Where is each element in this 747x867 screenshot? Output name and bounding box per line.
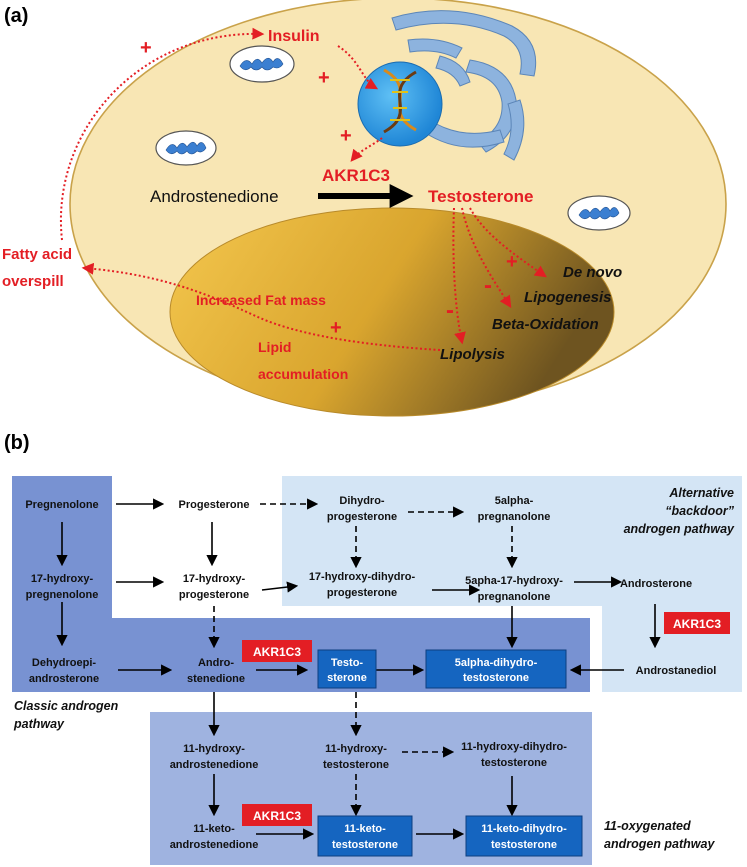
accumulation-label: accumulation (258, 366, 348, 382)
compound-11-ketotestosterone-line1: 11-keto- (344, 823, 386, 835)
mitochondrion-3 (567, 195, 631, 231)
mitochondrion-1 (229, 45, 295, 83)
plus-sign: + (330, 317, 342, 339)
compound-dhea-line2: androsterone (29, 673, 99, 685)
compound-androstenedione-line2: stenedione (187, 673, 245, 685)
compound-11-hydroxytestosterone-line2: testosterone (323, 759, 389, 771)
compound-pregnanolone-line2: pregnanolone (478, 511, 551, 523)
fat-droplet (169, 207, 615, 417)
svg-text:AKR1C3: AKR1C3 (253, 809, 301, 823)
box-testosterone: Testo- sterone (317, 649, 377, 689)
minus-sign: - (446, 297, 454, 324)
lipid-label: Lipid (258, 339, 291, 355)
compound-testosterone-line2: sterone (327, 672, 367, 684)
compound-androstanediol: Androstanediol (636, 665, 717, 677)
compound-androsterone: Androsterone (620, 578, 692, 590)
arrow-fatty-acid-to-insulin (59, 27, 265, 241)
compound-dihydroprogesterone-line2: progesterone (327, 511, 397, 523)
compound-androstenedione-line1: Andro- (198, 657, 234, 669)
classic-pathway-label-line2: pathway (13, 717, 65, 731)
enzyme-akr1c3-backdoor: AKR1C3 (664, 612, 730, 634)
nucleus (357, 61, 443, 147)
compound-17-hydroxypregnenolone-line1: 17-hydroxy- (31, 573, 94, 585)
panel-a-label: (a) (4, 5, 28, 27)
compound-dhea-line1: Dehydroepi- (32, 657, 97, 669)
plus-sign: + (318, 67, 330, 89)
alternative-pathway-label-line3: androgen pathway (624, 522, 735, 536)
box-5alpha-dht: 5alpha-dihydro- testosterone (425, 649, 567, 689)
oxygenated-pathway-label-line1: 11-oxygenated (604, 819, 691, 833)
compound-11-ketoandrostenedione-line1: 11-keto- (193, 823, 235, 835)
compound-dihydroprogesterone-line1: Dihydro- (339, 495, 385, 507)
alternative-pathway-label-line2: “backdoor” (665, 504, 735, 518)
testosterone-label: Testosterone (428, 187, 534, 206)
compound-pregnenolone: Pregnenolone (25, 499, 98, 511)
panel-b: (b) (4, 432, 742, 865)
plus-sign: + (506, 251, 518, 273)
arrow-insulin-to-nucleus (337, 45, 379, 90)
compound-5apha-17-hydroxy-pregnanolone-line1: 5apha-17-hydroxy- (465, 575, 563, 587)
compound-17-hydroxy-dihydroprogesterone-line1: 17-hydroxy-dihydro- (309, 571, 416, 583)
compound-11-hydroxy-dihydrotestosterone-line1: 11-hydroxy-dihydro- (461, 741, 567, 753)
box-11-keto-dht: 11-keto-dihydro- testosterone (465, 815, 583, 857)
plus-sign: + (140, 37, 152, 59)
increased-fat-mass-label: Increased Fat mass (196, 292, 326, 308)
compound-11-keto-dht-line2: testosterone (491, 839, 557, 851)
compound-11-keto-dht-line1: 11-keto-dihydro- (481, 823, 567, 835)
insulin-label: Insulin (268, 28, 320, 45)
panel-b-label: (b) (4, 432, 30, 454)
compound-5apha-17-hydroxy-pregnanolone-line2: pregnanolone (478, 591, 551, 603)
red-dotted-arrows (59, 27, 547, 351)
minus-sign: - (484, 272, 492, 299)
panel-a: (a) (2, 0, 727, 417)
compound-11-hydroxyandrostenedione-line2: androstenedione (170, 759, 259, 771)
compound-17-hydroxyprogesterone-line1: 17-hydroxy- (183, 573, 246, 585)
arrow-lipolysis-to-fatty-acid (81, 262, 441, 351)
compound-dht-line2: testosterone (463, 672, 529, 684)
compound-11-hydroxytestosterone-line1: 11-hydroxy- (325, 743, 387, 755)
de-novo-label: De novo (563, 264, 622, 281)
compound-17-hydroxyprogesterone-line2: progesterone (179, 589, 249, 601)
solid-arrows (56, 498, 661, 840)
arrow-nucleus-to-akr1c3 (350, 137, 383, 162)
lipogenesis-label: Lipogenesis (524, 289, 612, 306)
enzyme-akr1c3-classic: AKR1C3 (242, 640, 312, 662)
arrow-testosterone-to-beta-oxidation (461, 207, 512, 309)
dna-helix-icon (383, 68, 417, 134)
overspill-label: overspill (2, 273, 64, 290)
oxygenated-pathway-label-line2: androgen pathway (604, 837, 715, 851)
compound-progesterone: Progesterone (179, 499, 250, 511)
compound-pregnanolone-line1: 5alpha- (495, 495, 534, 507)
alternative-pathway-label-line1: Alternative (668, 486, 734, 500)
dashed-arrows (208, 498, 518, 817)
classic-pathway-label-line1: Classic androgen (14, 699, 119, 713)
svg-text:AKR1C3: AKR1C3 (673, 617, 721, 631)
compound-11-hydroxy-dihydrotestosterone-line2: testosterone (481, 757, 547, 769)
plus-sign: + (340, 125, 352, 147)
compound-11-hydroxyandrostenedione-line1: 11-hydroxy- (183, 743, 245, 755)
compound-17-hydroxy-dihydroprogesterone-line2: progesterone (327, 587, 397, 599)
androstenedione-label: Androstenedione (150, 187, 279, 206)
compound-11-ketoandrostenedione-line2: androstenedione (170, 839, 259, 851)
arrow-testosterone-to-lipogenesis (469, 207, 547, 278)
compound-dht-line1: 5alpha-dihydro- (455, 657, 538, 669)
classic-pathway-region (12, 476, 590, 692)
box-11-ketotestosterone: 11-keto- testosterone (317, 815, 413, 857)
enzyme-akr1c3-oxygenated: AKR1C3 (242, 804, 312, 826)
akr1c3-label: AKR1C3 (322, 166, 390, 185)
arrow-testosterone-to-lipolysis (452, 207, 466, 345)
fatty-acid-label: Fatty acid (2, 246, 72, 263)
compound-testosterone-line1: Testo- (331, 657, 364, 669)
compound-11-ketotestosterone-line2: testosterone (332, 839, 398, 851)
beta-oxidation-label: Beta-Oxidation (492, 316, 599, 333)
lipolysis-label: Lipolysis (440, 346, 505, 363)
compound-17-hydroxypregnenolone-line2: pregnenolone (26, 589, 99, 601)
golgi-apparatus (391, 10, 537, 161)
mitochondrion-2 (155, 130, 217, 166)
svg-text:AKR1C3: AKR1C3 (253, 645, 301, 659)
